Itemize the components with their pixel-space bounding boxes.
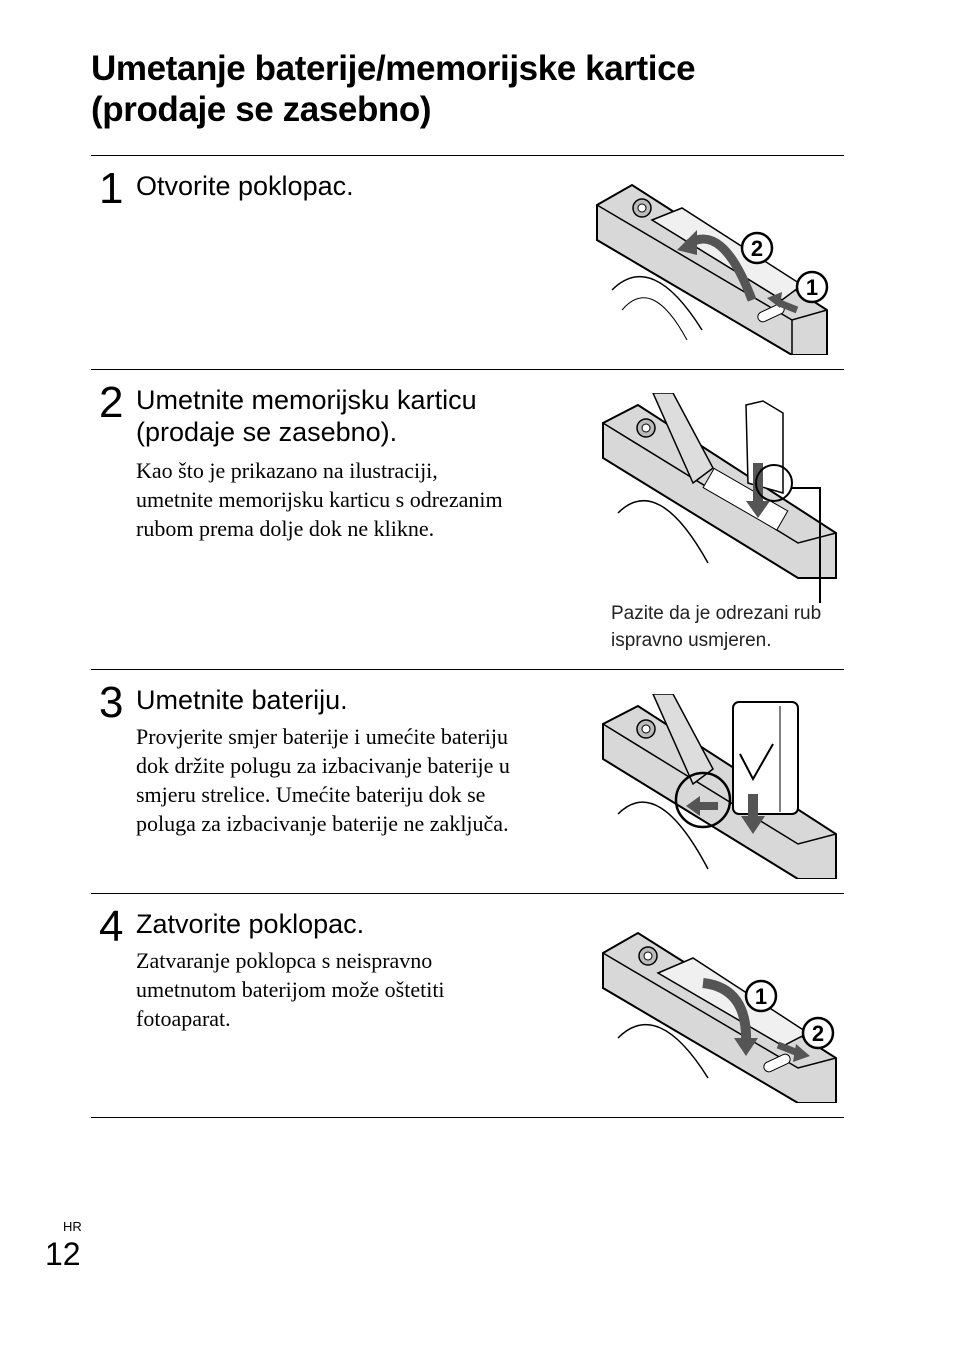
step-heading-line: Umetnite memorijsku karticu	[136, 385, 477, 415]
camera-insert-battery-illustration	[602, 694, 837, 879]
divider	[91, 155, 844, 156]
body-line: umetnutom baterijom može oštetiti	[136, 977, 445, 1002]
step-number: 1	[99, 164, 124, 213]
body-line: umetnite memorijsku karticu s odrezanim	[136, 487, 503, 512]
camera-close-cover-illustration: 1 2	[602, 931, 837, 1103]
step-heading: Otvorite poklopac.	[136, 171, 354, 201]
body-line: Zatvaranje poklopca s neispravno	[136, 948, 433, 973]
svg-text:1: 1	[755, 984, 767, 1009]
divider	[91, 893, 844, 894]
body-line: fotoaparat.	[136, 1006, 231, 1031]
body-line: dok držite polugu za izbacivanje baterij…	[136, 753, 510, 778]
camera-insert-memory-card-illustration	[602, 393, 837, 603]
body-line: Provjerite smjer baterije i umećite bate…	[136, 724, 509, 749]
caption-line: Pazite da je odrezani rub	[611, 603, 822, 624]
svg-text:2: 2	[751, 236, 763, 261]
svg-text:2: 2	[812, 1021, 824, 1046]
svg-text:1: 1	[806, 275, 818, 300]
divider	[91, 669, 844, 670]
body-line: rubom prema dolje dok ne klikne.	[136, 516, 435, 541]
step-body: Provjerite smjer baterije i umećite bate…	[136, 722, 606, 838]
step-heading-line: (prodaje se zasebno).	[136, 417, 398, 447]
step-heading: Umetnite memorijsku karticu (prodaje se …	[136, 384, 576, 448]
step-body: Zatvaranje poklopca s neispravno umetnut…	[136, 946, 586, 1033]
body-line: poluga za izbacivanje baterije ne zaklju…	[136, 811, 509, 836]
step-number: 3	[99, 678, 124, 727]
page-title-line-1: Umetanje baterije/memorijske kartice	[91, 49, 696, 88]
body-line: smjeru strelice. Umećite bateriju dok se	[136, 782, 486, 807]
illustration-caption: Pazite da je odrezani rub ispravno usmje…	[611, 600, 851, 654]
step-number: 2	[99, 378, 124, 427]
page-title-line-2: (prodaje se zasebno)	[91, 90, 432, 129]
divider	[91, 369, 844, 370]
page-title: Umetanje baterije/memorijske kartice (pr…	[91, 48, 851, 130]
body-line: Kao što je prikazano na ilustraciji,	[136, 458, 438, 483]
step-heading: Umetnite bateriju.	[136, 685, 348, 715]
step-number: 4	[99, 902, 124, 951]
step-heading: Zatvorite poklopac.	[136, 909, 365, 939]
page-number: 12	[45, 1236, 81, 1272]
divider	[91, 1117, 844, 1118]
caption-line: ispravno usmjeren.	[611, 630, 772, 651]
camera-open-cover-illustration: 2 1	[596, 183, 829, 355]
step-body: Kao što je prikazano na ilustraciji, ume…	[136, 456, 586, 543]
language-code: HR	[63, 1219, 82, 1234]
